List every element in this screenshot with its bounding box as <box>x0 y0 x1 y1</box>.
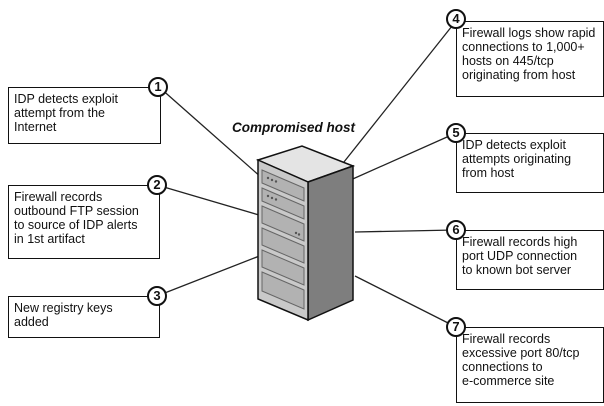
artifact-5-badge: 5 <box>446 123 466 143</box>
artifact-6-badge: 6 <box>446 220 466 240</box>
connector-3 <box>156 254 263 297</box>
connector-7 <box>354 275 457 328</box>
artifact-2-box: Firewall records outbound FTP session to… <box>8 185 160 259</box>
artifact-1-box: IDP detects exploit attempt from the Int… <box>8 87 161 144</box>
connector-1 <box>158 86 263 179</box>
artifact-5-text: IDP detects exploit attempts originating… <box>462 138 572 180</box>
artifact-3-badge: 3 <box>147 286 167 306</box>
artifact-3-box: New registry keys added <box>8 296 160 338</box>
artifact-2-text: Firewall records outbound FTP session to… <box>14 190 139 246</box>
artifact-3-text: New registry keys added <box>14 301 113 329</box>
artifact-7-box: Firewall records excessive port 80/tcp c… <box>456 327 604 403</box>
connector-lines <box>156 20 457 328</box>
server-icon <box>255 145 356 322</box>
artifact-4-text: Firewall logs show rapid connections to … <box>462 26 596 82</box>
artifact-6-text: Firewall records high port UDP connectio… <box>462 235 578 277</box>
artifact-4-badge: 4 <box>446 9 466 29</box>
host-title: Compromised host <box>232 120 356 135</box>
artifact-7-text: Firewall records excessive port 80/tcp c… <box>462 332 580 388</box>
connector-4 <box>335 20 457 173</box>
connector-2 <box>156 184 260 216</box>
connector-6 <box>354 229 456 233</box>
artifact-1-badge: 1 <box>148 77 168 97</box>
artifact-4-box: Firewall logs show rapid connections to … <box>456 21 604 97</box>
artifact-5-box: IDP detects exploit attempts originating… <box>456 133 604 193</box>
artifact-7-badge: 7 <box>446 317 466 337</box>
connector-5 <box>345 132 457 183</box>
artifact-6-box: Firewall records high port UDP connectio… <box>456 230 604 290</box>
artifact-1-text: IDP detects exploit attempt from the Int… <box>14 92 118 134</box>
artifact-2-badge: 2 <box>147 175 167 195</box>
